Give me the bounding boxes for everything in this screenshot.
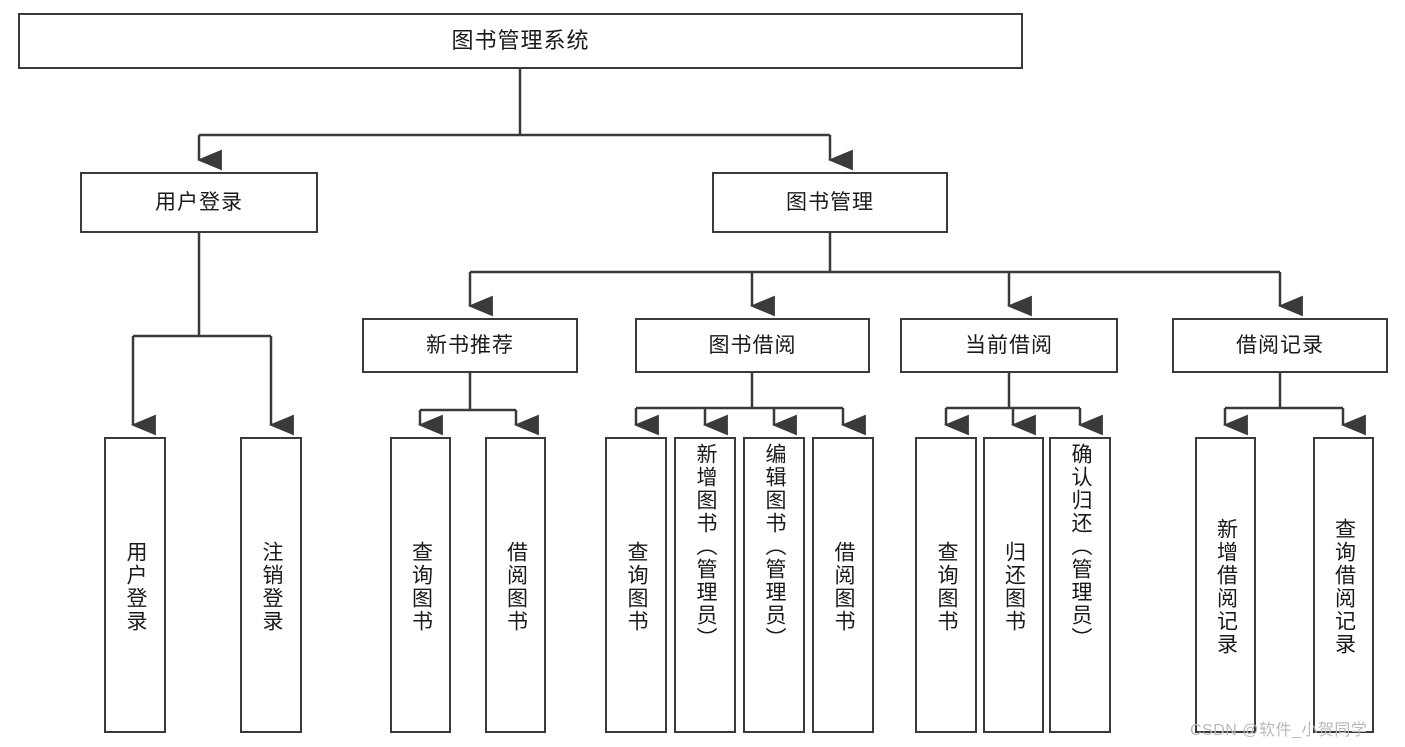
node-label: 查询图书 [935,541,958,633]
node-user-login[interactable]: 用户登录 [80,172,318,233]
node-leaf-query-book-3[interactable]: 查询图书 [915,437,977,733]
node-leaf-borrow-book-2[interactable]: 借阅图书 [812,437,874,733]
node-leaf-add-record[interactable]: 新增借阅记录 [1195,437,1256,733]
node-leaf-add-book[interactable]: 新增图书（管理员） [674,437,736,733]
node-label: 当前借阅 [965,333,1053,357]
node-label: 用户登录 [155,190,243,214]
node-label: 注销登录 [260,541,283,633]
node-label: 查询图书 [625,541,648,633]
node-label: 编辑图书（管理员） [763,443,786,650]
node-leaf-query-book-2[interactable]: 查询图书 [605,437,667,733]
node-label: 借阅图书 [832,541,855,633]
node-label: 图书管理系统 [451,27,590,53]
node-label: 新增借阅记录 [1214,518,1238,656]
node-label: 借阅记录 [1236,333,1324,357]
node-leaf-user-logout[interactable]: 注销登录 [240,437,302,733]
node-leaf-query-record[interactable]: 查询借阅记录 [1313,437,1374,733]
node-book-borrow[interactable]: 图书借阅 [635,318,870,373]
node-leaf-query-book-1[interactable]: 查询图书 [390,437,451,733]
node-leaf-user-login[interactable]: 用户登录 [104,437,166,733]
node-label: 查询借阅记录 [1332,518,1356,656]
node-leaf-return-book[interactable]: 归还图书 [983,437,1044,733]
node-label: 新增图书（管理员） [694,443,717,650]
node-label: 确认归还（管理员） [1069,443,1092,650]
node-current-borrow[interactable]: 当前借阅 [900,318,1118,373]
node-new-book-recommend[interactable]: 新书推荐 [362,318,578,373]
node-book-manage[interactable]: 图书管理 [712,172,948,233]
node-leaf-edit-book[interactable]: 编辑图书（管理员） [743,437,805,733]
node-label: 图书管理 [786,190,874,214]
node-label: 用户登录 [124,541,147,633]
node-root-system[interactable]: 图书管理系统 [18,13,1023,69]
watermark-text: CSDN @软件_小贺同学 [1190,722,1368,739]
node-leaf-borrow-book-1[interactable]: 借阅图书 [485,437,546,733]
node-label: 借阅图书 [504,541,528,633]
watermark: CSDN @软件_小贺同学 [1190,716,1367,740]
node-leaf-confirm-return[interactable]: 确认归还（管理员） [1049,437,1111,733]
node-label: 新书推荐 [426,333,514,357]
node-label: 查询图书 [409,541,433,633]
node-borrow-record[interactable]: 借阅记录 [1172,318,1388,373]
node-label: 图书借阅 [708,333,797,357]
node-label: 归还图书 [1002,541,1026,633]
